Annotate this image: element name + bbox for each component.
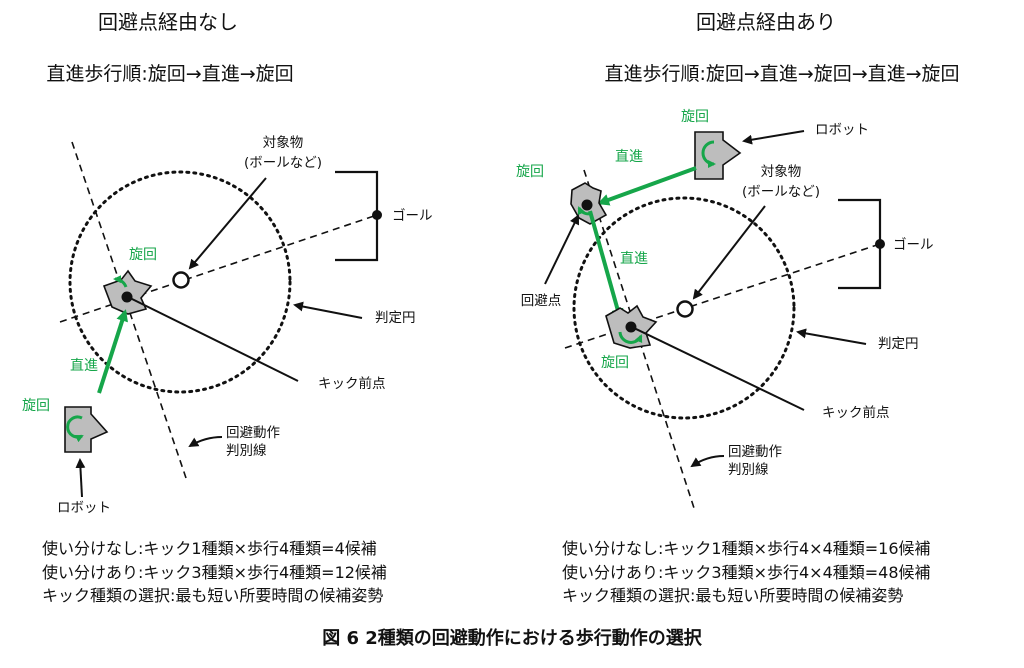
left-prekick-dot — [121, 291, 133, 303]
right-target-pointer — [692, 205, 766, 300]
left-straight-path — [97, 309, 128, 394]
left-avoid-label-1: 回避動作 — [226, 425, 280, 441]
left-turn-top-arrow — [113, 275, 128, 288]
left-goal-label: ゴール — [392, 207, 433, 224]
right-avoid-pointer — [690, 455, 725, 468]
right-goal-bracket — [838, 198, 882, 290]
left-ball — [172, 271, 190, 289]
left-robot-label: ロボット — [57, 500, 111, 516]
right-judge-circle — [572, 196, 796, 420]
right-straight-top-path — [597, 166, 697, 206]
left-goal-line — [59, 214, 378, 323]
left-robot-start — [64, 406, 109, 453]
left-note-2: 使い分けあり:キック3種類×歩行4種類=12候補 — [42, 563, 387, 582]
left-note-1: 使い分けなし:キック1種類×歩行4種類=4候補 — [42, 539, 377, 558]
left-title: 回避点経由なし — [98, 10, 238, 34]
right-goal-label: ゴール — [893, 236, 934, 253]
left-avoid-pointer — [188, 436, 223, 448]
left-turn-bottom-arrow — [66, 415, 84, 443]
right-straight-mid-path — [588, 210, 624, 321]
right-goal-dot — [875, 239, 885, 249]
right-avoid-point-pointer — [544, 214, 580, 285]
right-judge-label: 判定円 — [878, 336, 919, 352]
right-target-label-1: 対象物 — [761, 164, 802, 180]
left-judge-label: 判定円 — [375, 310, 416, 326]
left-sequence: 直進歩行順:旋回→直進→旋回 — [46, 63, 293, 85]
left-turn-top-label: 旋回 — [129, 247, 157, 263]
right-note-3: キック種類の選択:最も短い所要時間の候補姿勢 — [562, 586, 903, 605]
right-turn-left-label: 旋回 — [516, 164, 544, 180]
right-note-1: 使い分けなし:キック1種類×歩行4×4種類=16候補 — [562, 539, 931, 558]
right-prekick-leader — [633, 327, 805, 411]
left-robot-pointer — [75, 458, 86, 498]
right-straight-top-label: 直進 — [615, 148, 643, 165]
left-avoid-label-2: 判別線 — [226, 443, 267, 459]
right-ball — [676, 300, 694, 318]
right-goal-line — [564, 243, 881, 349]
left-straight-label: 直進 — [70, 357, 98, 374]
left-target-pointer — [188, 177, 267, 270]
right-straight-mid-label: 直進 — [620, 250, 648, 267]
right-turn-top-arrow — [701, 140, 716, 168]
right-turn-bottom-label: 旋回 — [601, 355, 629, 371]
right-note-2: 使い分けあり:キック3種類×歩行4×4種類=48候補 — [562, 563, 931, 582]
figure-caption: 図 6 2種類の回避動作における歩行動作の選択 — [322, 627, 703, 649]
left-goal-dot — [372, 210, 382, 220]
right-target-label-2: (ボールなど) — [742, 184, 820, 200]
left-prekick-label: キック前点 — [318, 375, 386, 392]
left-turn-bottom-label: 旋回 — [22, 398, 50, 414]
right-turn-top-label: 旋回 — [681, 109, 709, 125]
left-judge-circle — [68, 170, 292, 394]
left-note-3: キック種類の選択:最も短い所要時間の候補姿勢 — [42, 586, 383, 605]
left-target-label-1: 対象物 — [263, 135, 304, 151]
right-title: 回避点経由あり — [696, 10, 836, 34]
right-prekick-dot — [625, 321, 637, 333]
left-panel: 回避点経由なし 直進歩行順:旋回→直進→旋回 ゴール 対象物 (ボールなど) 旋… — [22, 10, 433, 605]
left-judge-pointer — [293, 301, 363, 319]
left-target-label-2: (ボールなど) — [244, 155, 322, 171]
right-avoid-label-2: 判別線 — [728, 462, 769, 478]
right-sequence: 直進歩行順:旋回→直進→旋回→直進→旋回 — [604, 63, 959, 85]
right-avoid-point-label: 回避点 — [521, 293, 562, 309]
right-avoid-dot — [581, 199, 593, 211]
right-turn-bottom-arrow — [618, 331, 643, 344]
right-panel: 回避点経由あり 直進歩行順:旋回→直進→旋回→直進→旋回 ゴール 対象物 (ボー… — [516, 10, 960, 605]
right-avoid-label-1: 回避動作 — [728, 444, 782, 460]
right-judge-pointer — [796, 328, 867, 345]
left-prekick-leader — [129, 297, 299, 382]
right-robot-pointer — [742, 130, 805, 145]
left-goal-bracket — [335, 170, 379, 262]
right-prekick-label: キック前点 — [822, 404, 890, 421]
right-robot-label: ロボット — [815, 122, 869, 138]
